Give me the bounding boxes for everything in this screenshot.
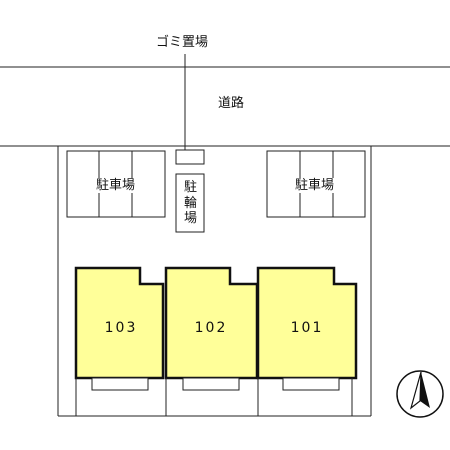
balconies: [91, 377, 340, 391]
bicycle-parking-area: [175, 173, 205, 233]
road: [0, 66, 450, 147]
balcony-101: [282, 377, 340, 391]
garbage-label: ゴミ置場: [156, 35, 209, 50]
unit-label-102: 102: [194, 320, 228, 336]
units-group: [74, 266, 358, 380]
road-label: 道路: [218, 96, 245, 111]
garbage-area: [175, 149, 205, 165]
bicycle-parking-label: 駐輪場: [183, 180, 197, 226]
unit-label-101: 101: [290, 320, 324, 336]
north-arrow-icon: [396, 370, 444, 418]
parking-left-label: 駐車場: [95, 178, 137, 193]
lot-dividers: [75, 378, 353, 416]
parking-right-label: 駐車場: [294, 178, 336, 193]
balcony-102: [182, 377, 240, 391]
balcony-103: [91, 377, 149, 391]
site-boundary: [57, 146, 372, 417]
unit-label-103: 103: [104, 320, 138, 336]
